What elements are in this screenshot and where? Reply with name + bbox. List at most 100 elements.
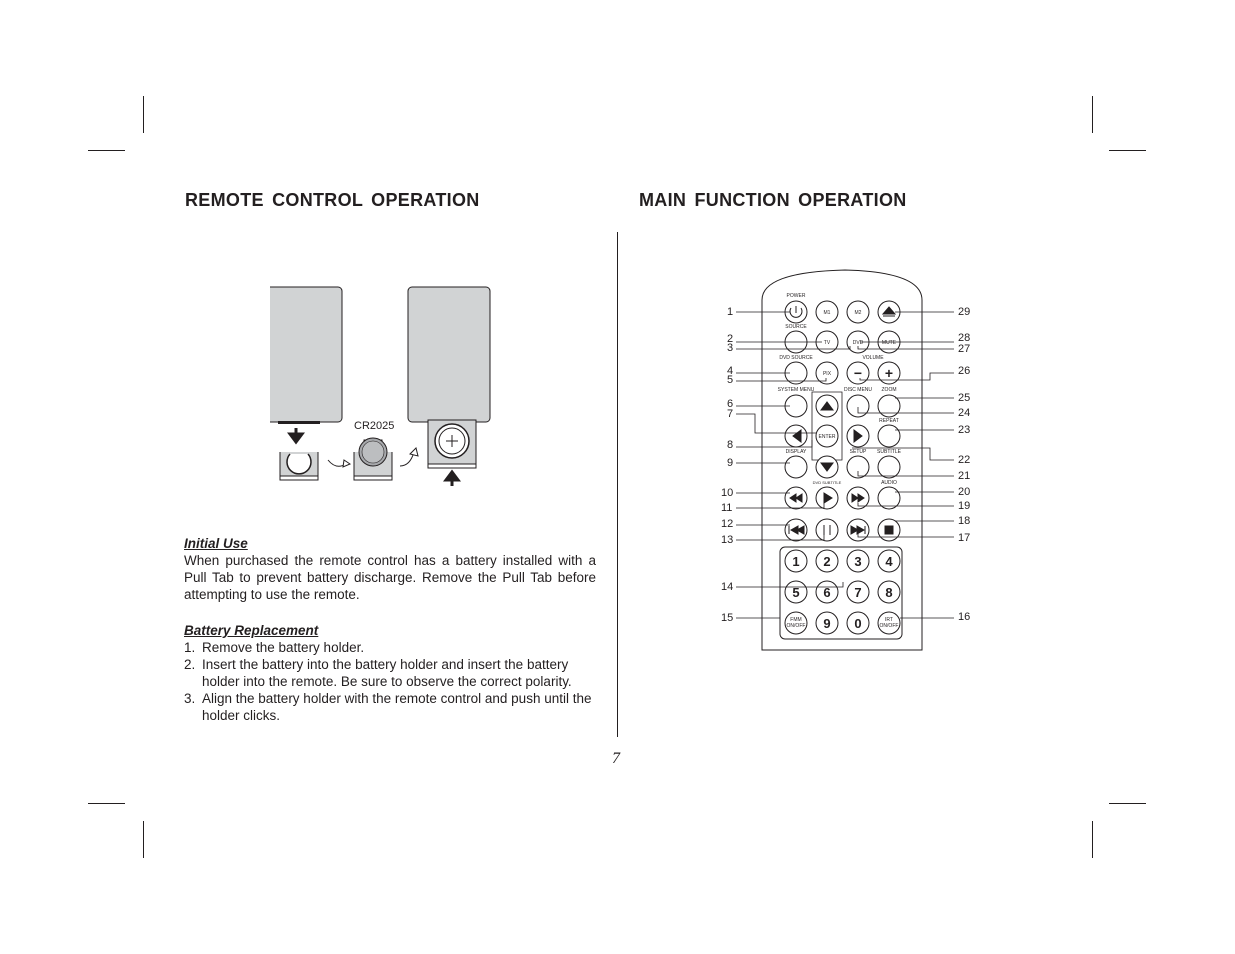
volume-up-button[interactable] [877, 361, 901, 385]
leader-line [857, 471, 954, 477]
callout-1: 1 [727, 306, 734, 318]
digit-1-button[interactable] [784, 549, 808, 573]
leader-line [857, 346, 954, 350]
display-button[interactable] [784, 455, 808, 479]
subtitle-button[interactable] [877, 455, 901, 479]
callout-12: 12 [721, 518, 734, 530]
callout-18: 18 [958, 515, 971, 527]
callout-25: 25 [958, 392, 971, 404]
m2-button[interactable] [846, 300, 870, 324]
dvd-source-label: DVD SOURCE [779, 355, 813, 361]
digit-0-label: 0 [854, 616, 861, 631]
pix-label: PIX [823, 371, 832, 377]
disc-menu-button[interactable] [846, 394, 870, 418]
battery-holder-inserted [427, 419, 477, 469]
up-arrow-icon [443, 469, 461, 486]
digit-6-button[interactable] [815, 580, 839, 604]
up-arrow-icon [820, 401, 834, 411]
leader-line [736, 535, 825, 541]
setup-button[interactable] [846, 455, 870, 479]
repeat-button[interactable] [877, 424, 901, 448]
pix-button[interactable] [815, 361, 839, 385]
keypad-frame [779, 546, 903, 640]
enter-button[interactable] [815, 424, 839, 448]
m1-button[interactable] [815, 300, 839, 324]
callout-11: 11 [721, 502, 733, 514]
callout-27: 27 [958, 343, 971, 355]
m2-label: M2 [855, 310, 862, 316]
digit-5-button[interactable] [784, 580, 808, 604]
play-icon [823, 492, 833, 504]
remote-back-right [407, 286, 491, 423]
digit-5-label: 5 [792, 585, 799, 600]
digit-7-button[interactable] [846, 580, 870, 604]
system-menu-label: SYSTEM MENU [778, 387, 815, 393]
crop-mark [1109, 150, 1146, 151]
digit-2-button[interactable] [815, 549, 839, 573]
digit-8-label: 8 [885, 585, 892, 600]
fmm-button[interactable] [784, 611, 808, 635]
display-label: DISPLAY [786, 449, 807, 455]
battery-holder-with-battery [353, 437, 393, 481]
fast-forward-icon [851, 493, 865, 503]
battery-replacement-steps: 1.Remove the battery holder. 2.Insert th… [184, 639, 596, 724]
digit-7-label: 7 [854, 585, 861, 600]
subtitle-label: SUBTITLE [877, 449, 902, 455]
zoom-button[interactable] [877, 394, 901, 418]
initial-use-body: When purchased the remote control has a … [184, 553, 596, 602]
page-number: 7 [612, 750, 620, 767]
battery-replacement-title: Battery Replacement [184, 623, 319, 638]
mute-label: MUTE [882, 340, 897, 346]
left-heading: REMOTE CONTROL OPERATION [185, 190, 480, 210]
digit-8-button[interactable] [877, 580, 901, 604]
down-arrow-icon [820, 462, 834, 472]
pause-button[interactable] [815, 518, 839, 542]
leader-line [736, 378, 827, 382]
enter-label: ENTER [819, 434, 836, 440]
callout-13: 13 [721, 534, 734, 546]
battery-illustration [270, 286, 491, 486]
volume-down-button[interactable] [846, 361, 870, 385]
battery-holder-empty [279, 452, 319, 481]
callout-10: 10 [721, 487, 734, 499]
list-item: 3.Align the battery holder with the remo… [184, 691, 592, 723]
leader-line [736, 440, 813, 448]
digit-9-button[interactable] [815, 611, 839, 635]
callout-29: 29 [958, 306, 971, 318]
zoom-label: ZOOM [882, 387, 897, 393]
battery-replacement-section: Battery Replacement 1.Remove the battery… [184, 622, 596, 724]
callout-6: 6 [727, 398, 734, 410]
leader-line [857, 533, 954, 538]
callout-14: 14 [721, 581, 734, 593]
irt-button[interactable] [877, 611, 901, 635]
down-arrow-icon [287, 428, 305, 445]
crop-mark [88, 803, 125, 804]
initial-use-section: Initial Use When purchased the remote co… [184, 535, 596, 603]
crop-mark [143, 821, 144, 858]
eject-icon [881, 306, 897, 317]
digit-3-button[interactable] [846, 549, 870, 573]
dvd-subtitle-label: DVD SUBTITLE [813, 480, 842, 485]
setup-label: SETUP [850, 449, 867, 455]
crop-mark [1109, 803, 1146, 804]
digit-4-label: 4 [885, 554, 893, 569]
m1-label: M1 [824, 310, 831, 316]
battery-type-label: CR2025 [354, 420, 395, 432]
audio-button[interactable] [877, 486, 901, 510]
right-arrow-icon [853, 429, 863, 443]
leader-line [736, 346, 851, 350]
previous-icon [788, 525, 805, 535]
callout-28: 28 [958, 332, 971, 344]
leader-line [857, 407, 954, 414]
digit-0-button[interactable] [846, 611, 870, 635]
fmm-onoff-label: ON/OFF [787, 623, 806, 629]
right-heading: MAIN FUNCTION OPERATION [639, 190, 907, 210]
digit-4-button[interactable] [877, 549, 901, 573]
leader-line [736, 503, 825, 509]
callout-17: 17 [958, 532, 971, 544]
tv-label: TV [824, 340, 831, 346]
plus-icon: + [885, 365, 893, 381]
remote-back-left [270, 286, 343, 423]
next-icon [850, 525, 866, 535]
